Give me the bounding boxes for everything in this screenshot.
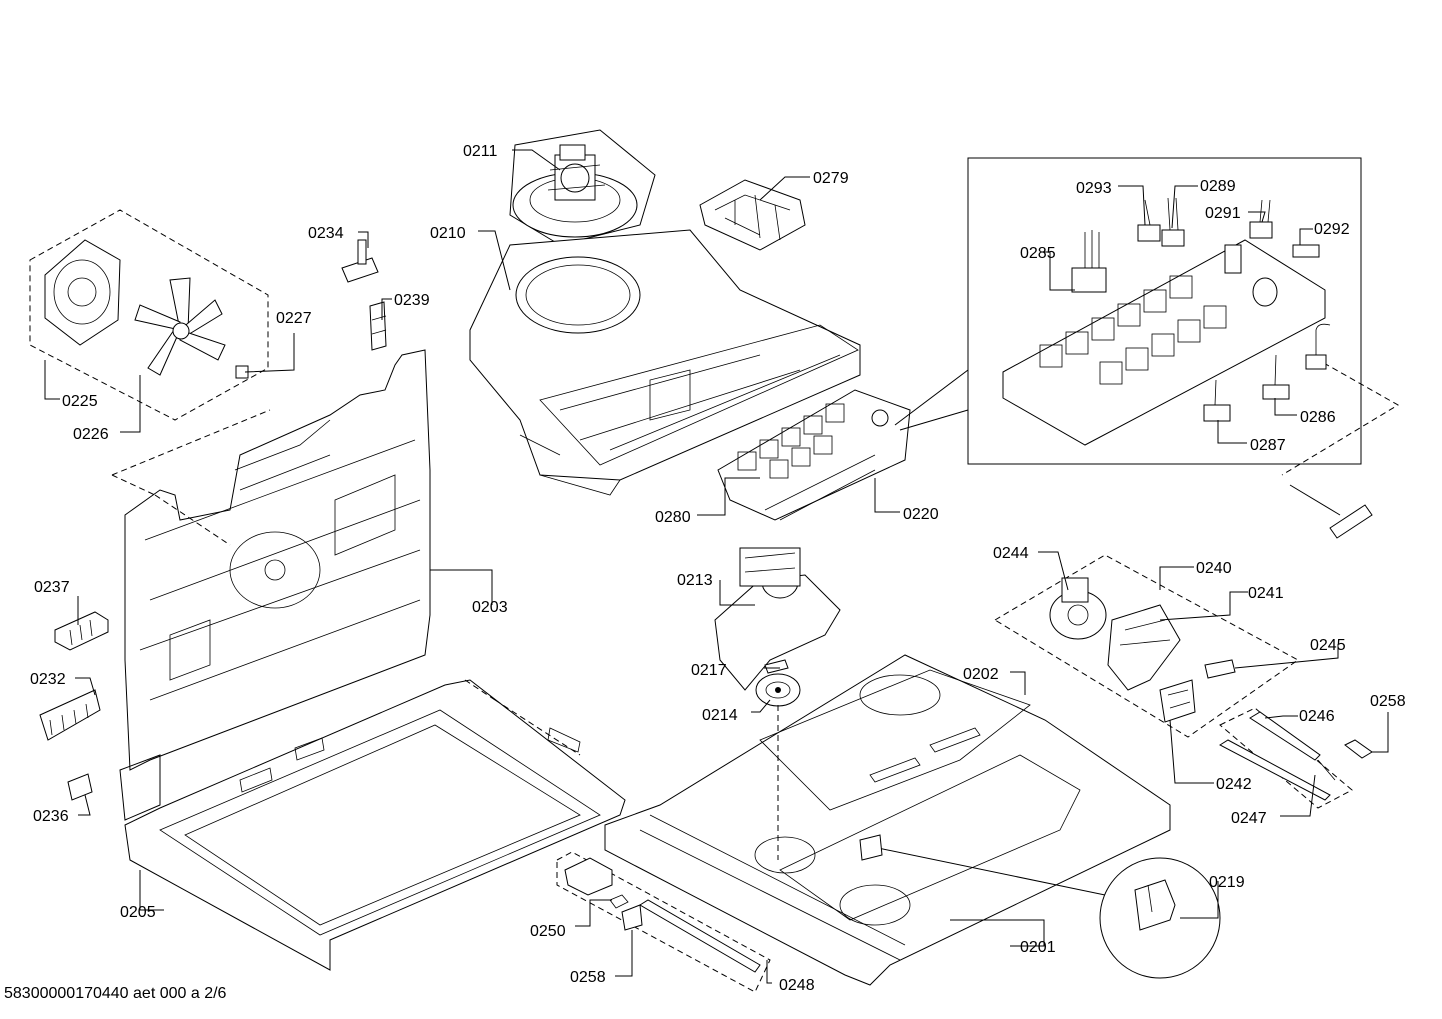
- leader-lines: [44, 149, 1389, 984]
- label-0237: 0237: [34, 579, 70, 596]
- label-0202: 0202: [963, 666, 999, 683]
- label-0287: 0287: [1250, 437, 1286, 454]
- part-0236: [67, 773, 93, 801]
- label-0250: 0250: [530, 923, 566, 940]
- label-0285: 0285: [1020, 245, 1056, 262]
- label-0203: 0203: [472, 599, 508, 616]
- label-0220: 0220: [903, 506, 939, 523]
- label-0205: 0205: [120, 904, 156, 921]
- part-base-plate-0201: [604, 654, 1171, 986]
- part-back-panel-0203: [111, 349, 431, 821]
- label-0246: 0246: [1299, 708, 1335, 725]
- label-0240: 0240: [1196, 560, 1232, 577]
- sensor-lead: [1281, 323, 1399, 539]
- part-0279: [699, 179, 806, 251]
- label-0242: 0242: [1216, 776, 1252, 793]
- label-0234: 0234: [308, 225, 344, 242]
- label-0226: 0226: [73, 426, 109, 443]
- part-0234: [341, 239, 379, 283]
- part-bottom-frame-0205: [124, 679, 626, 971]
- part-fan-0213: [714, 547, 841, 691]
- thermostat-group-0240: [994, 554, 1299, 738]
- label-0258-right: 0258: [1370, 693, 1406, 710]
- label-0239: 0239: [394, 292, 430, 309]
- inset-detail-box: [894, 157, 1362, 465]
- label-0291: 0291: [1205, 205, 1241, 222]
- label-0241: 0241: [1248, 585, 1284, 602]
- label-0248: 0248: [779, 977, 815, 994]
- label-0213: 0213: [677, 572, 713, 589]
- label-0219: 0219: [1209, 874, 1245, 891]
- label-0217: 0217: [691, 662, 727, 679]
- convection-fan-group: [29, 209, 269, 421]
- part-fan-motor-0211: [509, 129, 656, 246]
- part-0237: [54, 611, 109, 651]
- label-0211: 0211: [463, 143, 498, 160]
- label-0201: 0201: [1020, 939, 1056, 956]
- part-0217: [764, 659, 789, 674]
- part-0248-bracket-group: [556, 851, 771, 993]
- label-0286: 0286: [1300, 409, 1336, 426]
- part-labels: 0211 0279 0234 0210 0239 0227 0225 0226 …: [4, 143, 1406, 1002]
- part-0239: [369, 301, 387, 351]
- part-0246-0247: [1218, 707, 1353, 809]
- label-0280: 0280: [655, 509, 691, 526]
- part-0219-callout: [859, 834, 1221, 979]
- label-0258-bottom: 0258: [570, 969, 606, 986]
- label-0225: 0225: [62, 393, 98, 410]
- label-0244: 0244: [993, 545, 1029, 562]
- part-pcb-0280: [717, 389, 911, 521]
- label-0214: 0214: [702, 707, 738, 724]
- footer-document-code: 58300000170440 aet 000 a 2/6: [4, 985, 227, 1002]
- label-0247: 0247: [1231, 810, 1267, 827]
- part-0214: [755, 673, 801, 707]
- label-0293: 0293: [1076, 180, 1112, 197]
- part-fan-housing-0210: [469, 229, 861, 496]
- part-0232: [39, 689, 101, 741]
- label-0292: 0292: [1314, 221, 1350, 238]
- label-0289: 0289: [1200, 178, 1236, 195]
- part-0258-right: [1344, 739, 1373, 759]
- label-0210: 0210: [430, 225, 466, 242]
- label-0227: 0227: [276, 310, 312, 327]
- label-0232: 0232: [30, 671, 66, 688]
- label-0279: 0279: [813, 170, 849, 187]
- label-0236: 0236: [33, 808, 69, 825]
- label-0245: 0245: [1310, 637, 1346, 654]
